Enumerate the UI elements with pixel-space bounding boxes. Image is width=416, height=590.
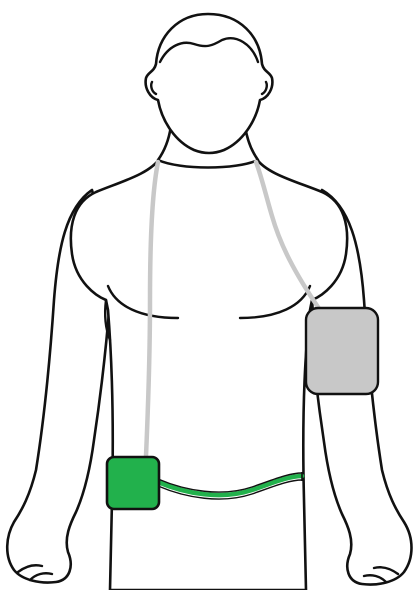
green-waist-device (107, 457, 159, 509)
head (146, 14, 273, 153)
gray-arm-device (306, 308, 378, 394)
